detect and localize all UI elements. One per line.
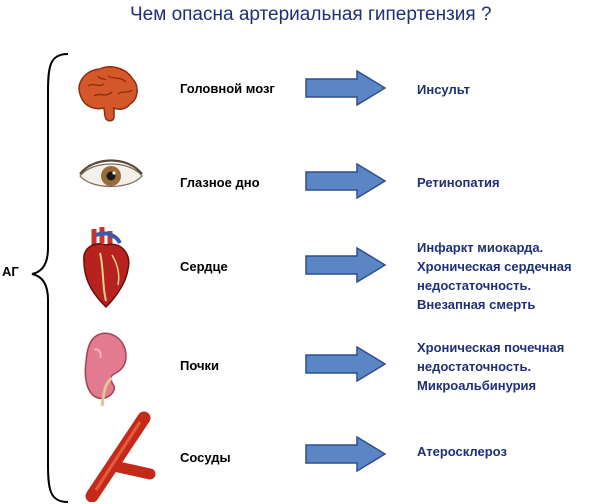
- arrow-icon: [305, 163, 387, 199]
- effect-text: Инсульт: [417, 80, 470, 99]
- organ-label: Сердце: [180, 259, 228, 274]
- organ-label: Глазное дно: [180, 175, 260, 190]
- effect-line: Ретинопатия: [417, 175, 500, 190]
- effect-line: Инфаркт миокарда.: [417, 240, 544, 255]
- arrow-icon: [305, 346, 387, 382]
- effect-line: Атеросклероз: [417, 444, 507, 459]
- effect-line: Хроническая сердечная: [417, 259, 572, 274]
- organ-label: Головной мозг: [180, 81, 275, 96]
- effect-line: Микроальбинурия: [417, 378, 537, 393]
- effect-text: Хроническая почечная недостаточность. Ми…: [417, 338, 564, 395]
- brain-icon: [78, 66, 138, 122]
- arrow-icon: [305, 70, 387, 106]
- organ-label: Сосуды: [180, 450, 231, 465]
- group-label: АГ: [2, 264, 19, 279]
- effect-text: Атеросклероз: [417, 442, 507, 461]
- heart-icon: [83, 227, 130, 309]
- effect-line: Инсульт: [417, 82, 470, 97]
- effect-text: Инфаркт миокарда. Хроническая сердечная …: [417, 238, 572, 314]
- effect-text: Ретинопатия: [417, 173, 500, 192]
- left-brace: [31, 53, 69, 503]
- arrow-icon: [305, 436, 387, 472]
- effect-line: Внезапная смерть: [417, 297, 536, 312]
- vessel-icon: [85, 411, 156, 502]
- arrow-icon: [305, 247, 387, 283]
- effect-line: недостаточность.: [417, 359, 532, 374]
- kidney-icon: [84, 332, 127, 407]
- effect-line: недостаточность.: [417, 278, 532, 293]
- page-title: Чем опасна артериальная гипертензия ?: [130, 4, 492, 25]
- effect-line: Хроническая почечная: [417, 340, 565, 355]
- organ-label: Почки: [180, 358, 220, 373]
- eye-icon: [79, 159, 143, 187]
